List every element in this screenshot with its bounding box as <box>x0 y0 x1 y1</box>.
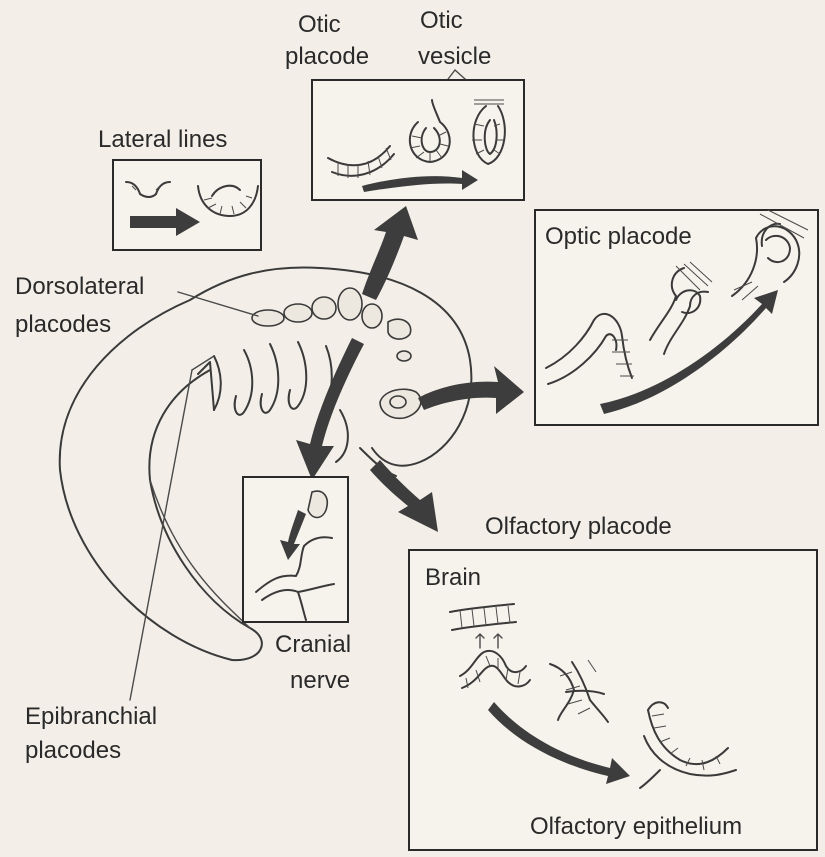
epibranchial-placodes-label-line2: placodes <box>25 736 121 766</box>
lateral-lines-label: Lateral lines <box>98 125 227 155</box>
cranial-nerve-box <box>243 477 348 622</box>
brain-label: Brain <box>425 563 481 593</box>
otic-placode-label-line1: Otic <box>298 10 341 40</box>
lateral-lines-box <box>113 160 261 250</box>
optic-placode-label: Optic placode <box>545 222 692 252</box>
olfactory-box <box>409 550 817 850</box>
olfactory-epithelium-label: Olfactory epithelium <box>530 812 742 842</box>
otic-vesicle-label-line2: vesicle <box>418 42 491 72</box>
cranial-nerve-label-line1: Cranial <box>275 630 351 660</box>
otic-vesicle-label-line1: Otic <box>420 6 463 36</box>
otic-box <box>312 80 524 200</box>
epibranchial-placodes-label-line1: Epibranchial <box>25 702 157 732</box>
cranial-nerve-label-line2: nerve <box>290 666 350 696</box>
otic-placode-label-line2: placode <box>285 42 369 72</box>
dorsolateral-placodes-label-line2: placodes <box>15 310 111 340</box>
olfactory-placode-label: Olfactory placode <box>485 512 672 542</box>
dorsolateral-placodes-label-line1: Dorsolateral <box>15 272 144 302</box>
